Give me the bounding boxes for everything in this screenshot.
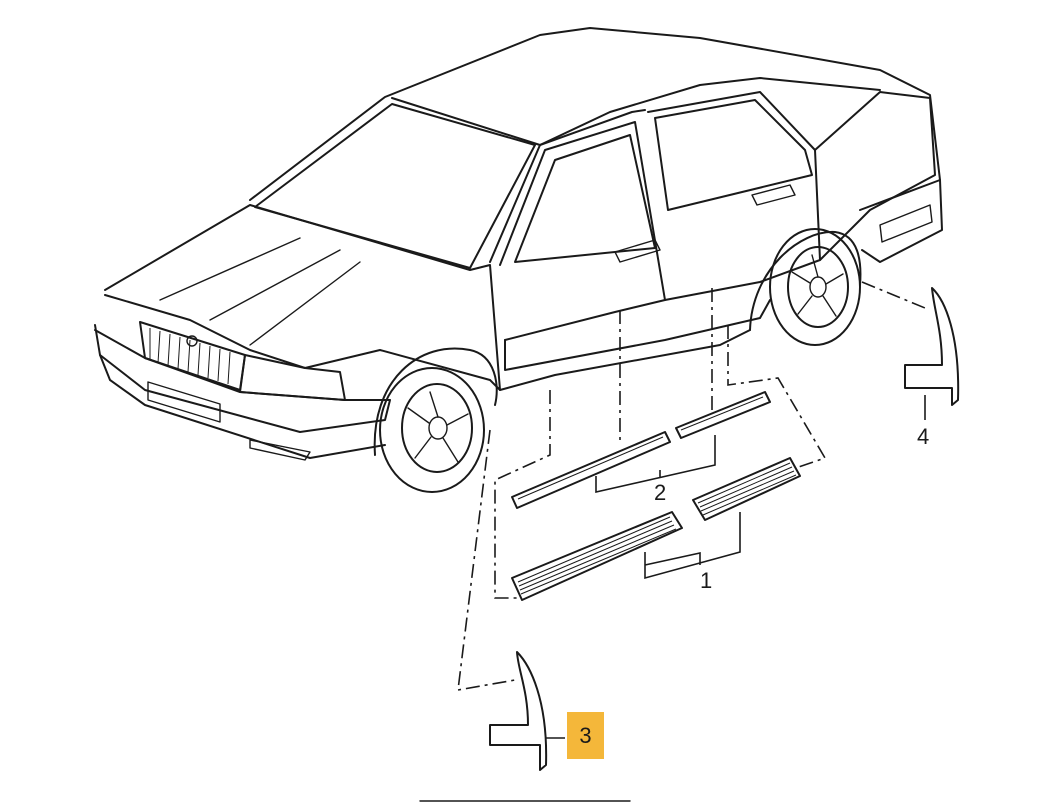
bumper-lower xyxy=(99,354,386,459)
front-window xyxy=(514,134,656,263)
rear-spokes xyxy=(791,254,844,317)
front-hub xyxy=(428,416,448,440)
front-wheel-arch xyxy=(373,347,498,456)
callout-brackets xyxy=(419,395,926,802)
rear-door-handle xyxy=(751,184,796,206)
callout-3[interactable]: 3 xyxy=(579,723,592,748)
leader-sill-rear xyxy=(727,325,827,471)
side-sill xyxy=(499,329,751,391)
front-wheel xyxy=(379,367,485,493)
door-molding-rear xyxy=(675,391,771,439)
part-2-door-moldings xyxy=(511,391,771,509)
rear-quarter xyxy=(814,91,936,261)
roof-line xyxy=(391,77,881,146)
rear-mud-flap xyxy=(904,287,960,406)
rear-hub xyxy=(809,276,827,298)
part-1-sill-trims xyxy=(511,457,801,601)
leader-mudflap-front xyxy=(457,429,516,691)
front-bumper xyxy=(94,324,391,433)
front-mud-flap xyxy=(489,651,548,771)
car-illustration xyxy=(94,27,943,493)
door-molding-front xyxy=(511,431,671,509)
tail-light xyxy=(879,204,933,243)
leader-sill-front xyxy=(494,390,551,599)
leader-mudflap-rear xyxy=(861,281,926,309)
rear-wheel xyxy=(769,228,861,346)
a-pillar xyxy=(489,109,646,263)
bracket-2 xyxy=(595,435,716,494)
callout-4: 4 xyxy=(917,424,929,449)
rear-wheel-arch xyxy=(749,230,862,331)
rocker-panel xyxy=(504,299,771,371)
rear-window xyxy=(654,99,813,211)
front-door xyxy=(499,121,666,341)
front-rim xyxy=(401,383,473,473)
license-plate xyxy=(147,381,221,423)
callout-3-highlight xyxy=(567,712,604,759)
hood-crease xyxy=(159,237,361,346)
rear-rim xyxy=(787,246,849,328)
front-door-handle xyxy=(614,239,661,263)
callout-2: 2 xyxy=(654,480,666,505)
part-3-front-mud-flap xyxy=(489,651,548,771)
sill-trim-front xyxy=(511,511,683,601)
part-4-rear-mud-flap xyxy=(904,287,960,406)
hood-outline xyxy=(104,204,501,391)
grille-bars xyxy=(149,328,231,385)
fog-light xyxy=(249,439,311,461)
headlight xyxy=(239,354,346,401)
rear-door xyxy=(647,91,821,301)
sill-trim-rear xyxy=(692,457,801,521)
leader-lines xyxy=(457,281,926,691)
front-spokes xyxy=(407,391,469,463)
badge-icon xyxy=(186,335,198,347)
windshield xyxy=(254,103,536,269)
bracket-1 xyxy=(644,512,741,580)
callout-1: 1 xyxy=(700,568,712,593)
car-roof-outline xyxy=(249,27,941,201)
rear-bumper xyxy=(859,179,943,263)
